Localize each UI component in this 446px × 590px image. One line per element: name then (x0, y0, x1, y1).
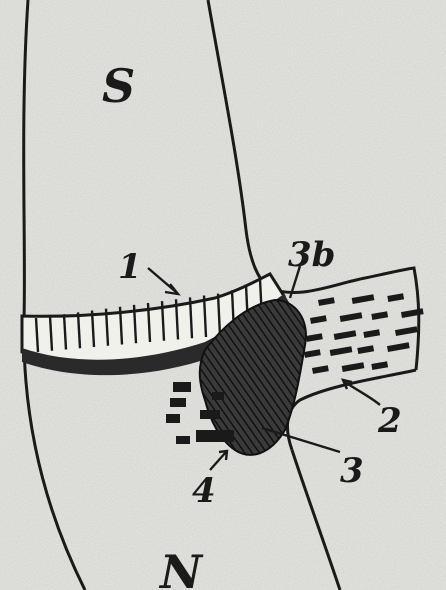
label-4: 4 (192, 471, 216, 511)
label-3: 3 (340, 451, 364, 491)
north-pole-label: N (158, 545, 204, 590)
south-pole-label: S (102, 59, 135, 113)
label-2: 2 (377, 401, 402, 441)
label-3b: 3b (288, 235, 335, 275)
label-1: 1 (118, 247, 142, 287)
